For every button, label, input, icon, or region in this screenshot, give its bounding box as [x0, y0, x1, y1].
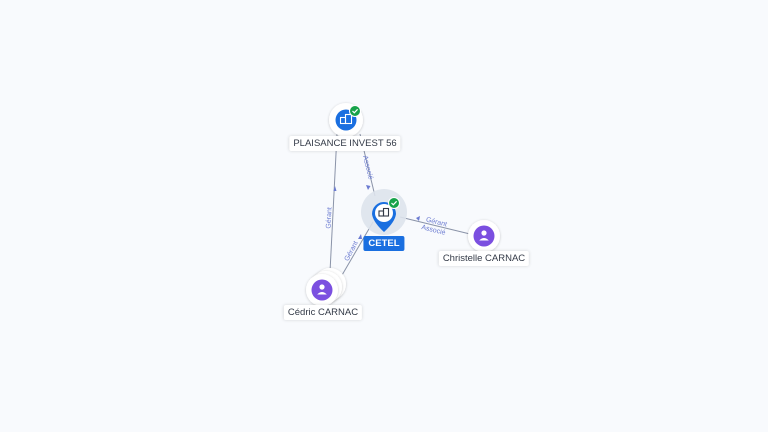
edge-label-plaisance-cetel: Associé	[361, 155, 374, 181]
edge-christelle-cetel	[399, 216, 471, 235]
edge-label-christelle-cetel-gerant: Gérant	[425, 217, 448, 229]
edge-cedric-plaisance	[329, 133, 338, 273]
edge-cedric-cetel	[337, 221, 374, 283]
node-cedric-carnac[interactable]	[306, 268, 346, 306]
node-christelle-carnac[interactable]	[468, 220, 500, 252]
node-cetel[interactable]	[361, 189, 407, 235]
verified-check-icon	[388, 197, 400, 209]
node-label-cetel[interactable]: CETEL	[363, 236, 405, 251]
arrow-cedric-cetel	[358, 234, 362, 239]
person-icon	[479, 230, 489, 241]
arrow-christelle-cetel	[416, 216, 420, 221]
edge-label-cedric-plaisance: Gérant	[325, 207, 333, 229]
company-icon	[378, 207, 390, 217]
node-label-christelle-carnac[interactable]: Christelle CARNAC	[438, 251, 530, 266]
node-plaisance-invest-56[interactable]	[329, 103, 363, 137]
node-label-cedric-carnac[interactable]: Cédric CARNAC	[283, 305, 363, 320]
arrow-plaisance-cetel	[366, 185, 371, 190]
node-label-plaisance-invest-56[interactable]: PLAISANCE INVEST 56	[289, 136, 401, 151]
verified-check-icon	[349, 105, 361, 117]
person-icon	[317, 284, 327, 295]
company-icon	[339, 113, 353, 125]
arrow-cedric-plaisance	[333, 186, 337, 191]
